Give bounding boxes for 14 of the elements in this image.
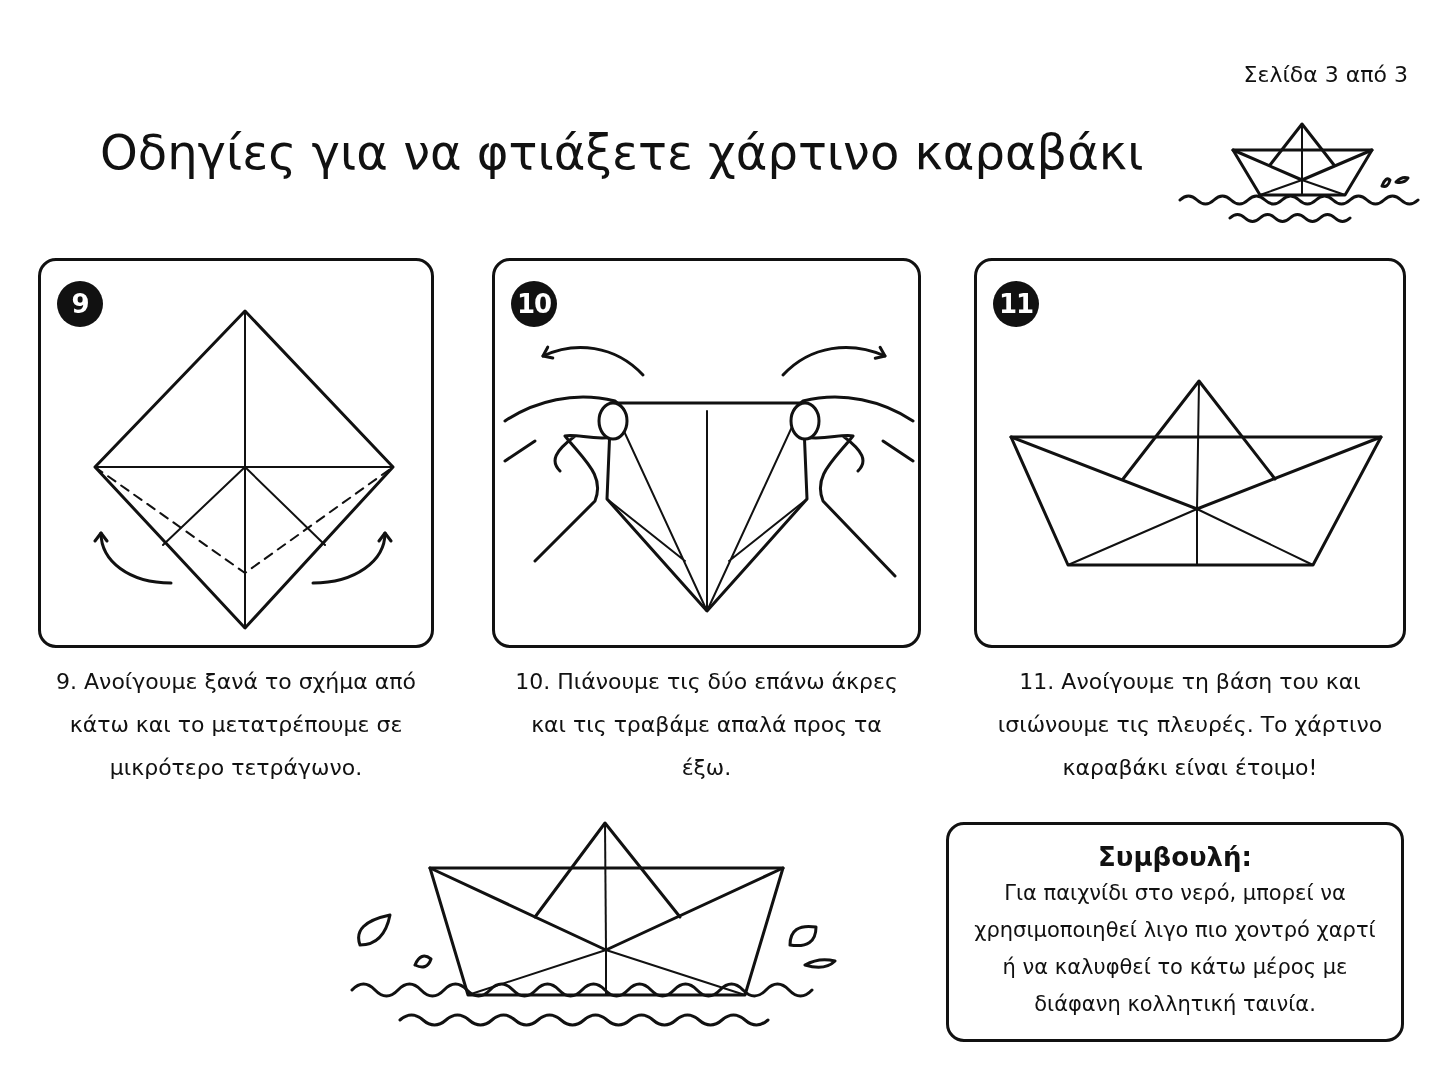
page-title: Οδηγίες για να φτιάξετε χάρτινο καραβάκι — [100, 123, 1144, 182]
step-caption: 10. Πιάνουμε τις δύο επάνω άκρες και τις τραβάμε απαλά προς τα έξω. — [514, 668, 899, 782]
step-panel — [38, 258, 434, 648]
tip-box — [946, 822, 1404, 1042]
page-number: Σελίδα 3 από 3 — [1243, 62, 1408, 87]
step-panel — [974, 258, 1406, 648]
tip-heading: Συμβουλή: — [1097, 841, 1253, 874]
step-panel — [492, 258, 921, 648]
step-number: 10 — [511, 281, 557, 327]
step-caption: 9. Ανοίγουμε ξανά το σχήμα από κάτω και το μετατρέπουμε σε μικρότερο τετράγωνο. — [55, 668, 417, 782]
step-number: 9 — [57, 281, 103, 327]
step-caption: 11. Ανοίγουμε τη βάση του και ισιώνουμε τις πλευρές. Το χάρτινο καραβάκι είναι έτοιμο! — [996, 668, 1384, 782]
step-number: 11 — [993, 281, 1039, 327]
tip-text: Για παιχνίδι στο νερό, μπορεί να χρησιμοποιηθεί λιγο πιο χοντρό χαρτί ή να καλυφθεί το κάτω μέρος με διάφανη κολλητική ταινία. — [973, 880, 1377, 1018]
